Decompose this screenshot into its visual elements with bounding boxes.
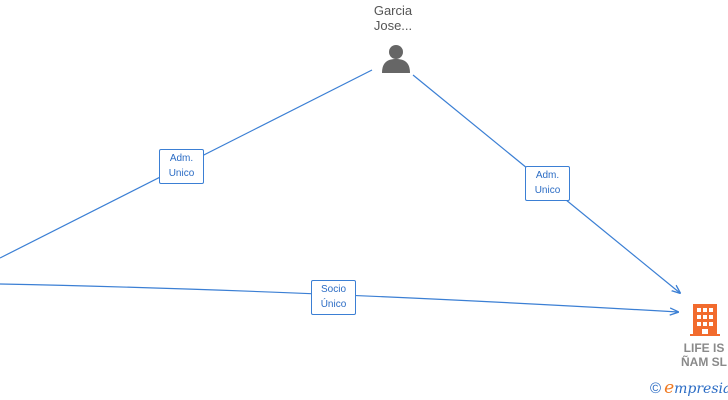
edge-label-line2: Unico	[168, 168, 195, 179]
edge-label-line1: Socio	[320, 284, 346, 295]
edge-label-adm-unico-right[interactable]: Adm. Unico	[525, 166, 570, 201]
person-name-line1: Garcia	[373, 3, 413, 18]
edge-label-line1: Adm.	[169, 153, 194, 164]
edge-label-line2: Único	[320, 299, 347, 310]
edge-label-socio-unico[interactable]: Socio Único	[311, 280, 356, 315]
person-name[interactable]: Garcia Jose...	[343, 3, 443, 33]
person-icon[interactable]	[379, 42, 413, 74]
edge-label-line2: Unico	[534, 185, 561, 196]
edge-label-line1: Adm.	[535, 170, 560, 181]
company-name-line1: LIFE IS	[683, 341, 725, 355]
brand-logo-text: mpresia	[674, 381, 728, 397]
building-icon[interactable]	[690, 303, 720, 337]
person-name-line2: Jose...	[373, 18, 413, 33]
company-name-line2: ÑAM SL	[681, 355, 727, 369]
edge-label-adm-unico-left[interactable]: Adm. Unico	[159, 149, 204, 184]
copyright-symbol: ©	[650, 380, 662, 397]
empresia-watermark: ©empresia	[650, 379, 728, 398]
company-name[interactable]: LIFE IS ÑAM SL	[654, 341, 728, 369]
brand-logo-letter: e	[664, 378, 675, 398]
